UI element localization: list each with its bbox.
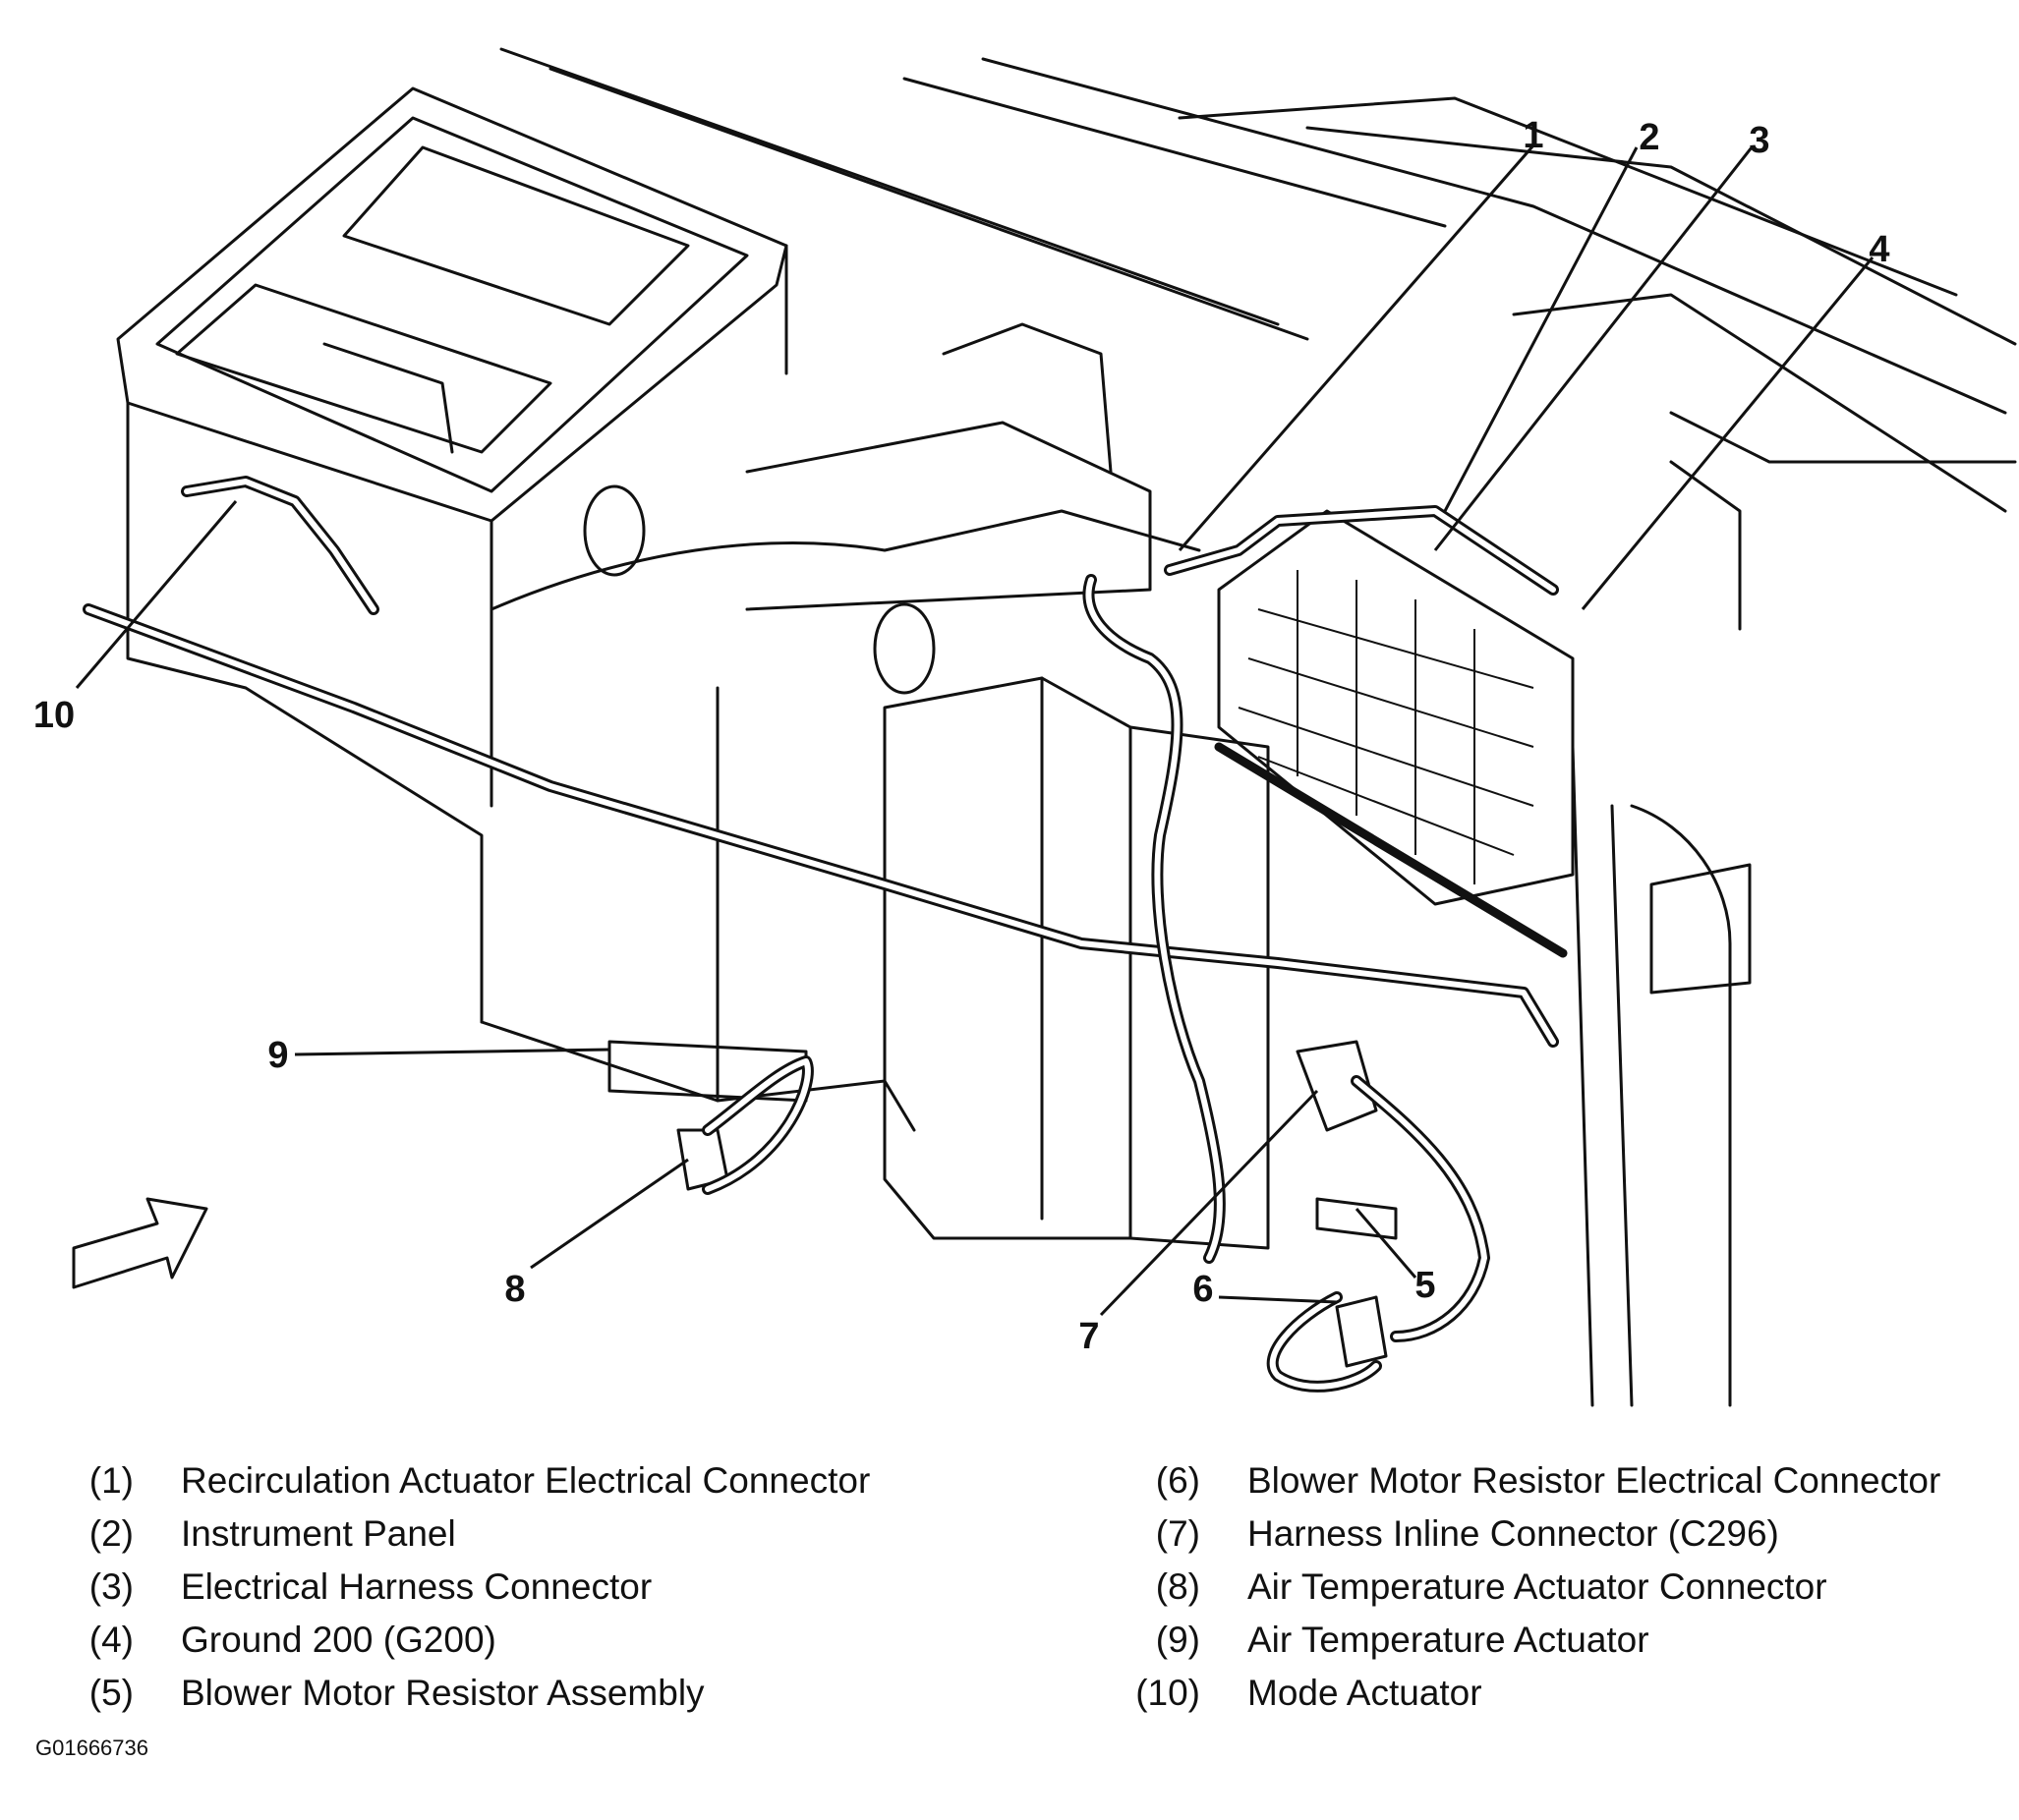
view-direction-arrow xyxy=(72,1197,208,1289)
legend-item: (3) Electrical Harness Connector xyxy=(49,1561,870,1614)
legend-label: Instrument Panel xyxy=(181,1513,456,1554)
legend-number: (10) xyxy=(1135,1673,1200,1713)
wiring-harness xyxy=(83,476,1559,1393)
legend-item: (4) Ground 200 (G200) xyxy=(49,1614,870,1667)
legend-label: Ground 200 (G200) xyxy=(181,1620,496,1660)
legend-item: (10) Mode Actuator xyxy=(1116,1667,1940,1720)
callout-2: 2 xyxy=(1639,117,1659,158)
legend-number: (5) xyxy=(88,1673,134,1713)
legend-column-left: (1) Recirculation Actuator Electrical Co… xyxy=(49,1454,871,1720)
legend-label: Recirculation Actuator Electrical Connec… xyxy=(181,1460,871,1501)
legend-label: Air Temperature Actuator xyxy=(1247,1620,1649,1660)
callout-labels: 1 2 3 4 5 6 7 8 9 10 xyxy=(33,115,1890,1357)
hvac-module-illustration: 1 2 3 4 5 6 7 8 9 10 xyxy=(33,47,2017,1407)
legend-number: (9) xyxy=(1155,1620,1200,1660)
legend-number: (6) xyxy=(1155,1460,1200,1501)
legend-label: Blower Motor Resistor Electrical Connect… xyxy=(1247,1460,1941,1501)
figure-id: G01666736 xyxy=(35,1735,148,1760)
callout-6: 6 xyxy=(1192,1269,1213,1310)
legend-label: Air Temperature Actuator Connector xyxy=(1247,1566,1827,1607)
legend-item: (7) Harness Inline Connector (C296) xyxy=(1116,1507,1940,1561)
legend-number: (4) xyxy=(88,1620,134,1660)
legend-item: (8) Air Temperature Actuator Connector xyxy=(1116,1561,1940,1614)
callout-3: 3 xyxy=(1749,120,1769,161)
leader-lines xyxy=(75,144,1875,1317)
legend-column-right: (6) Blower Motor Resistor Electrical Con… xyxy=(1116,1454,1940,1720)
legend-label: Electrical Harness Connector xyxy=(181,1566,653,1607)
legend-item: (2) Instrument Panel xyxy=(49,1507,870,1561)
callout-9: 9 xyxy=(267,1035,288,1076)
callout-1: 1 xyxy=(1523,115,1543,156)
legend-number: (3) xyxy=(88,1566,134,1607)
callout-7: 7 xyxy=(1078,1316,1099,1357)
legend-item: (6) Blower Motor Resistor Electrical Con… xyxy=(1116,1454,1941,1507)
legend-label: Mode Actuator xyxy=(1247,1673,1482,1713)
legend-number: (7) xyxy=(1155,1513,1200,1554)
legend-number: (8) xyxy=(1155,1566,1200,1607)
legend-item: (9) Air Temperature Actuator xyxy=(1116,1614,1940,1667)
callout-8: 8 xyxy=(504,1269,525,1310)
legend-label: Blower Motor Resistor Assembly xyxy=(181,1673,705,1713)
legend-item: (5) Blower Motor Resistor Assembly xyxy=(49,1667,870,1720)
hvac-case xyxy=(116,86,1752,1407)
callout-4: 4 xyxy=(1869,229,1889,270)
instrument-panel-lines xyxy=(499,47,2017,631)
component-legend: (1) Recirculation Actuator Electrical Co… xyxy=(0,1454,2019,1713)
legend-number: (1) xyxy=(88,1460,134,1501)
callout-10: 10 xyxy=(33,695,75,736)
legend-item: (1) Recirculation Actuator Electrical Co… xyxy=(49,1454,871,1507)
legend-label: Harness Inline Connector (C296) xyxy=(1247,1513,1779,1554)
callout-5: 5 xyxy=(1414,1265,1435,1306)
legend-number: (2) xyxy=(88,1513,134,1554)
